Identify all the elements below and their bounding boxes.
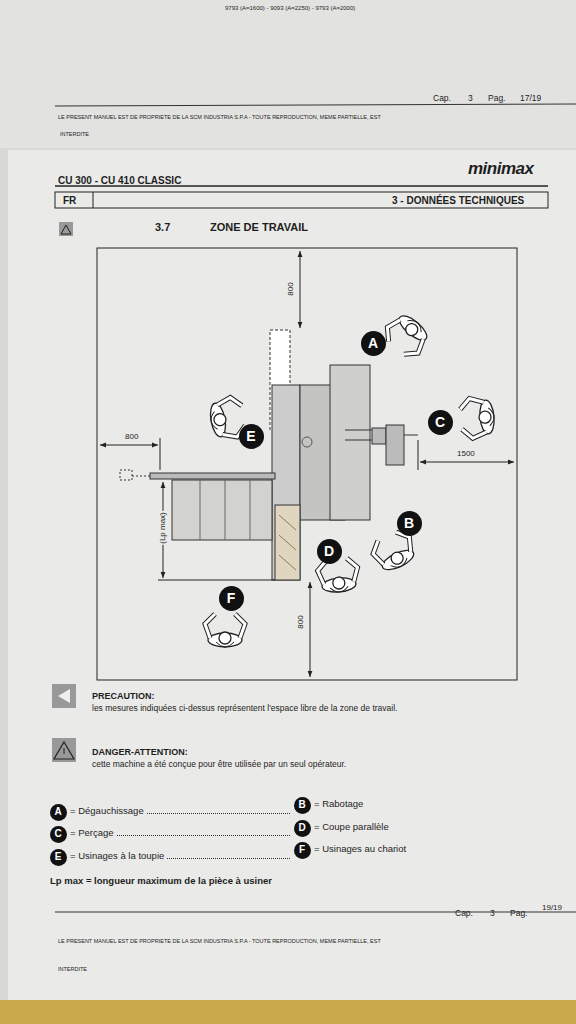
- chapter-number: 3: [468, 94, 473, 103]
- page-label: Pag.: [488, 94, 506, 103]
- callout-letter: A: [54, 807, 61, 817]
- section-number: 3.7: [155, 221, 170, 233]
- page-ref: 9793 (A=1600) - 9093 (A=2250) - 9793 (A=…: [225, 5, 355, 12]
- chapter-label: Cap.: [455, 909, 473, 918]
- callout-letter: C: [54, 829, 61, 839]
- chapter-title: 3 - DONNÉES TECHNIQUES: [392, 195, 524, 206]
- callout-circle: C: [428, 410, 453, 435]
- note-text: les mesures indiquées ci-dessus représen…: [92, 704, 397, 713]
- copyright-note: INTERDITE: [60, 131, 89, 137]
- legend-text: = Coupe parallèle: [314, 822, 389, 832]
- note-heading: PRECAUTION:: [92, 692, 155, 702]
- legend-callout: E: [50, 849, 67, 866]
- callout-letter: F: [227, 591, 236, 605]
- section-title: ZONE DE TRAVAIL: [210, 221, 308, 233]
- page-number: 17/19: [520, 94, 541, 103]
- brand-logo: minimax: [468, 160, 533, 179]
- callout-letter: B: [404, 516, 414, 530]
- note-text: cette machine a été conçue pour être uti…: [92, 760, 346, 769]
- dimension: 800: [124, 433, 139, 442]
- callout-letter: B: [298, 800, 305, 810]
- definition: Lp max = longueur maximum de la pièce à …: [50, 876, 272, 886]
- model-name: CU 300 - CU 410 CLASSIC: [58, 175, 181, 186]
- dimension: 800: [287, 281, 296, 296]
- dotted-leader: [117, 835, 290, 836]
- page-label: Pag.: [510, 909, 528, 918]
- dimension: (Lp max): [159, 511, 168, 545]
- callout-circle: F: [219, 586, 244, 611]
- legend-text: = Perçage: [70, 828, 114, 838]
- language-code: FR: [63, 195, 76, 206]
- callout-letter: E: [246, 429, 255, 443]
- page-number: 19/19: [542, 904, 562, 913]
- copyright-note: INTERDITE: [58, 966, 87, 972]
- callout-circle: E: [239, 424, 264, 449]
- callout-letter: D: [298, 823, 305, 833]
- callout-circle: A: [361, 331, 386, 356]
- legend-callout: F: [294, 842, 311, 859]
- copyright-note: LE PRESENT MANUEL EST DE PROPRIETE DE LA…: [58, 114, 381, 120]
- callout-letter: D: [324, 544, 334, 558]
- callout-letter: E: [55, 852, 62, 862]
- legend-text: = Rabotage: [314, 799, 363, 809]
- callout-circle: B: [397, 511, 422, 536]
- callout-letter: A: [368, 336, 378, 350]
- legend-callout: D: [294, 820, 311, 837]
- legend-callout: A: [50, 804, 67, 821]
- dotted-leader: [147, 813, 290, 814]
- dotted-leader: [167, 858, 290, 859]
- dimension: 1500: [456, 450, 476, 459]
- legend-callout: C: [50, 826, 67, 843]
- legend-text: = Usinages à la toupie: [70, 851, 164, 861]
- callout-circle: D: [317, 539, 342, 564]
- legend-text: = Usinages au chariot: [314, 844, 406, 854]
- callout-letter: C: [435, 415, 445, 429]
- note-heading: DANGER-ATTENTION:: [92, 748, 188, 758]
- chapter-label: Cap.: [433, 94, 451, 103]
- chapter-number: 3: [490, 909, 495, 918]
- legend-callout: B: [294, 797, 311, 814]
- legend-text: = Dégauchissage: [70, 806, 144, 816]
- copyright-note: LE PRESENT MANUEL EST DE PROPRIETE DE LA…: [58, 938, 381, 944]
- dimension: 800: [297, 614, 306, 629]
- callout-letter: F: [299, 845, 305, 855]
